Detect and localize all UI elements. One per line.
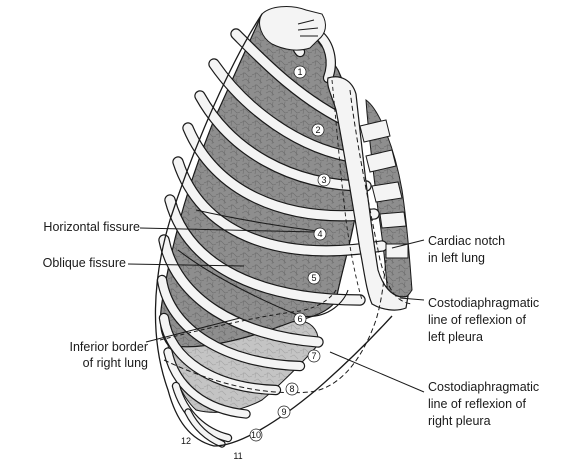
rib-number-5: 5 (311, 273, 316, 283)
rib-number-2: 2 (315, 125, 320, 135)
inferior-border-label-line2: of right lung (12, 356, 148, 371)
rib-number-10: 10 (251, 430, 261, 440)
rib-number-7: 7 (311, 351, 316, 361)
rib-number-11: 11 (233, 451, 242, 461)
cardiac-notch-label-line2: in left lung (428, 251, 485, 266)
rib-number-9: 9 (281, 407, 286, 417)
rib-number-6: 6 (297, 314, 302, 324)
rib-number-8: 8 (289, 384, 294, 394)
inferior-border-label-line1: Inferior border (12, 340, 148, 355)
rib-number-4: 4 (317, 229, 322, 239)
costo-right-label-line1: Costodiaphragmatic (428, 380, 539, 395)
costo-left-label-line2: line of reflexion of (428, 313, 526, 328)
oblique-fissure-label: Oblique fissure (12, 256, 126, 271)
rib-number-3: 3 (321, 175, 326, 185)
costo-left-label-line3: left pleura (428, 330, 483, 345)
costo-right-label-line2: line of reflexion of (428, 397, 526, 412)
rib-number-1: 1 (297, 67, 302, 77)
costo-left-label-line1: Costodiaphragmatic (428, 296, 539, 311)
cardiac-notch-label-line1: Cardiac notch (428, 234, 505, 249)
rib-number-12: 12 (181, 436, 191, 446)
horizontal-fissure-label: Horizontal fissure (12, 220, 140, 235)
costo-right-label-line3: right pleura (428, 414, 491, 429)
